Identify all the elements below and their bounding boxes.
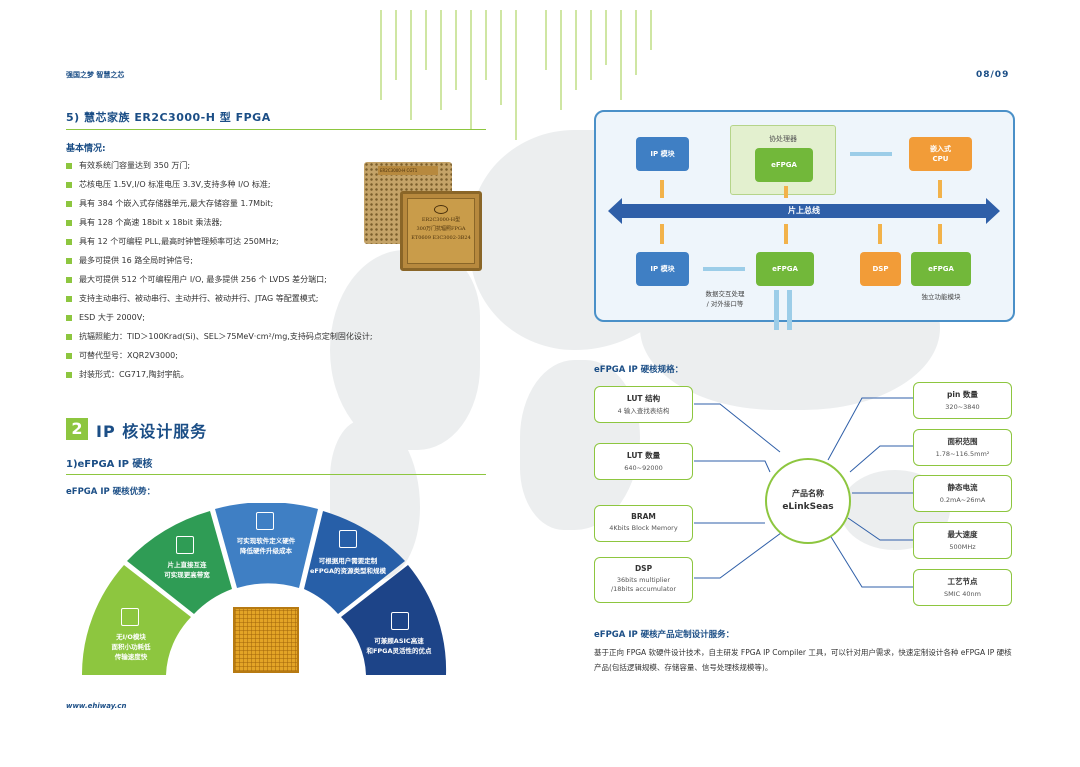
list-item: 抗辐照能力：TID＞100Krad(Si)、SEL＞75MeV·cm²/mg,支… <box>66 331 373 342</box>
vertical-arrow <box>938 180 942 198</box>
io-arrow <box>774 290 779 330</box>
bullet-icon <box>66 371 72 378</box>
spec-title: eFPGA IP 硬核规格： <box>594 365 684 375</box>
advantages-title: eFPGA IP 硬核优势： <box>66 487 156 497</box>
bullet-icon <box>66 333 72 340</box>
customize-icon <box>339 530 357 548</box>
cpu-arrow <box>850 152 892 156</box>
advantage-text-4: 可根据用户需要定制 eFPGA的资源类型和规模 <box>310 557 386 575</box>
hub-product-name: eLinkSeas <box>782 502 834 512</box>
bullet-icon <box>66 276 72 283</box>
bus-arrow <box>608 198 1000 224</box>
vertical-arrow <box>660 224 664 244</box>
list-item: 芯核电压 1.5V,I/O 标准电压 3.3V,支持多种 I/O 标准; <box>66 179 271 190</box>
arc-segment-2 <box>127 511 232 614</box>
bullet-icon <box>66 162 72 169</box>
list-item: ESD 大于 2000V; <box>66 312 145 323</box>
list-item: 具有 384 个嵌入式存储器单元,最大存储容量 1.7Mbit; <box>66 198 273 209</box>
advantage-text-1: 无I/O模块 面积小功耗低 传输速度快 <box>111 633 151 661</box>
section-title: 5) 慧芯家族 ER2C3000-H 型 FPGA <box>66 111 271 124</box>
vertical-arrow <box>938 224 942 244</box>
efpga-function: eFPGA <box>911 252 971 286</box>
section-number: 2 <box>66 418 88 440</box>
bullet-icon <box>66 314 72 321</box>
footer-url: www.ehiway.cn <box>66 702 127 710</box>
dsp-block: DSP <box>860 252 901 286</box>
header-slogan: 强国之梦 智慧之芯 <box>66 71 125 79</box>
efpga-die-photo <box>233 607 299 673</box>
advantage-text-2: 片上直接互连 可实现更高带宽 <box>164 561 210 579</box>
list-item: 封装形式：CG717,陶封宇航。 <box>66 369 189 380</box>
arc-segment-4 <box>304 511 405 614</box>
list-item: 具有 128 个高速 18bit x 18bit 乘法器; <box>66 217 222 228</box>
vertical-arrow <box>660 180 664 198</box>
software-chip-icon <box>256 512 274 530</box>
service-body: 基于正向 FPGA 软硬件设计技术，自主研发 FPGA IP Compiler … <box>594 648 1012 672</box>
bullet-icon <box>66 181 72 188</box>
service-title: eFPGA IP 硬核产品定制设计服务： <box>594 630 735 640</box>
interconnect-icon <box>176 536 194 554</box>
hub-label: 产品名称 <box>792 489 824 498</box>
vertical-arrow <box>784 186 788 198</box>
advantage-text-3: 可实现软件定义硬件 降低硬件升级成本 <box>236 537 296 555</box>
product-name-hub: 产品名称 eLinkSeas <box>765 458 851 544</box>
list-item: 有效系统门容量达到 350 万门; <box>66 160 190 171</box>
caption-interaction: 数据交互处理 / 对外接口等 <box>705 290 745 308</box>
arc-segment-5 <box>341 565 447 675</box>
bullet-icon <box>66 238 72 245</box>
vertical-arrow <box>784 224 788 244</box>
advantages-arc-diagram <box>82 503 447 675</box>
bullet-icon <box>66 295 72 302</box>
subsection-title: 1)eFPGA IP 硬核 <box>66 459 153 470</box>
bullet-icon <box>66 352 72 359</box>
list-item: 支持主动串行、被动串行、主动并行、被动并行、JTAG 等配置模式; <box>66 293 318 304</box>
ip-module-top: IP 模块 <box>636 137 689 171</box>
bullet-icon <box>66 257 72 264</box>
chip-logo-icon <box>434 205 448 214</box>
list-item: 最大可提供 512 个可编程用户 I/O, 最多提供 256 个 LVDS 差分… <box>66 274 327 285</box>
arc-segment-3 <box>215 503 318 588</box>
bus-label: 片上总线 <box>788 206 820 215</box>
asic-chip-icon <box>391 612 409 630</box>
vertical-arrow <box>878 224 882 244</box>
efpga-main: eFPGA <box>756 252 814 286</box>
efpga-coprocessor: eFPGA <box>755 148 813 182</box>
page-numbers: 08/09 <box>976 70 1010 80</box>
section-rule <box>66 129 486 130</box>
spec-connectors <box>694 397 913 588</box>
coprocessor-label: 协处理器 <box>769 135 797 143</box>
bullet-icon <box>66 219 72 226</box>
interact-arrow <box>703 267 745 271</box>
chip-back-label: ER2C3000-H CGT1 <box>378 166 438 175</box>
embedded-cpu: 嵌入式 CPU <box>909 137 972 171</box>
caption-function: 独立功能模块 <box>921 293 961 301</box>
basic-info-title: 基本情况: <box>66 144 106 154</box>
list-item: 可替代型号：XQR2V3000; <box>66 350 178 361</box>
low-power-icon <box>121 608 139 626</box>
chip-label: ER2C3000-H型 300万门抗辐照FPGA ET0609 E3C3002-… <box>407 198 475 264</box>
advantage-text-5: 可兼顾ASIC高速 和FPGA灵活性的优点 <box>366 637 432 655</box>
chip-photo-front: ER2C3000-H型 300万门抗辐照FPGA ET0609 E3C3002-… <box>400 191 482 271</box>
arc-segment-1 <box>82 565 191 675</box>
io-arrow <box>787 290 792 330</box>
list-item: 最多可提供 16 路全局时钟信号; <box>66 255 193 266</box>
section2-title: IP 核设计服务 <box>96 422 208 441</box>
bullet-icon <box>66 200 72 207</box>
subsection-rule <box>66 474 486 475</box>
list-item: 具有 12 个可编程 PLL,最高时钟管理频率可达 250MHz; <box>66 236 279 247</box>
ip-module-bottom: IP 模块 <box>636 252 689 286</box>
